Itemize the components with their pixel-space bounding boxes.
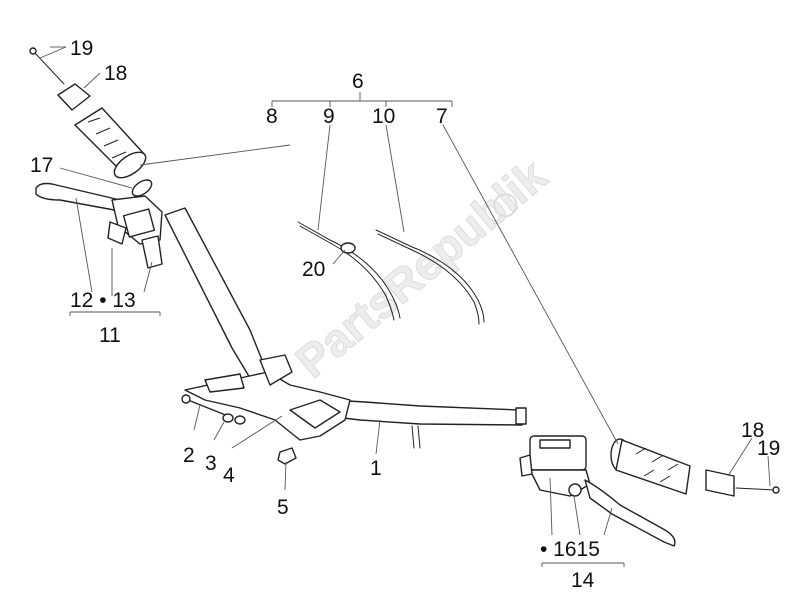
left-grip <box>74 107 147 179</box>
callout-19-left: 19 <box>70 37 93 60</box>
left-bar-end <box>29 47 91 111</box>
handlebar-main <box>164 207 527 449</box>
bolt-assembly <box>181 394 297 465</box>
callout-2: 2 <box>183 444 195 467</box>
callout-16-15: • 1615 <box>540 538 600 561</box>
watermark-logo: PartsRepublik <box>285 148 557 388</box>
watermark-text: PartsRepublik <box>286 149 557 388</box>
callout-17: 17 <box>30 154 53 177</box>
left-washer <box>131 179 153 197</box>
callout-labels: 19 18 6 8 9 10 7 17 20 12 • 13 11 2 3 4 … <box>30 37 780 592</box>
right-grip <box>610 438 691 495</box>
right-master-cylinder <box>519 435 591 497</box>
callout-4: 4 <box>223 464 235 487</box>
callout-9: 9 <box>323 105 335 128</box>
callout-18-left: 18 <box>104 62 127 85</box>
callout-7: 7 <box>436 105 448 128</box>
callout-18-right: 18 <box>741 419 764 442</box>
callout-5: 5 <box>277 496 289 519</box>
callout-10: 10 <box>372 105 395 128</box>
callout-8: 8 <box>266 105 278 128</box>
callout-12-13: 12 • 13 <box>70 289 136 312</box>
callout-19-right: 19 <box>757 437 780 460</box>
right-bar-end <box>705 469 780 497</box>
right-lever <box>584 479 676 547</box>
callout-20: 20 <box>302 258 325 281</box>
callout-11: 11 <box>99 324 121 347</box>
callout-6: 6 <box>352 70 364 93</box>
callout-14: 14 <box>571 569 595 592</box>
callout-1: 1 <box>370 457 382 480</box>
leader-lines <box>39 46 771 567</box>
gear-icon <box>493 193 518 218</box>
callout-3: 3 <box>205 452 217 475</box>
left-lever-assembly <box>35 182 163 269</box>
cable-10 <box>375 229 485 325</box>
